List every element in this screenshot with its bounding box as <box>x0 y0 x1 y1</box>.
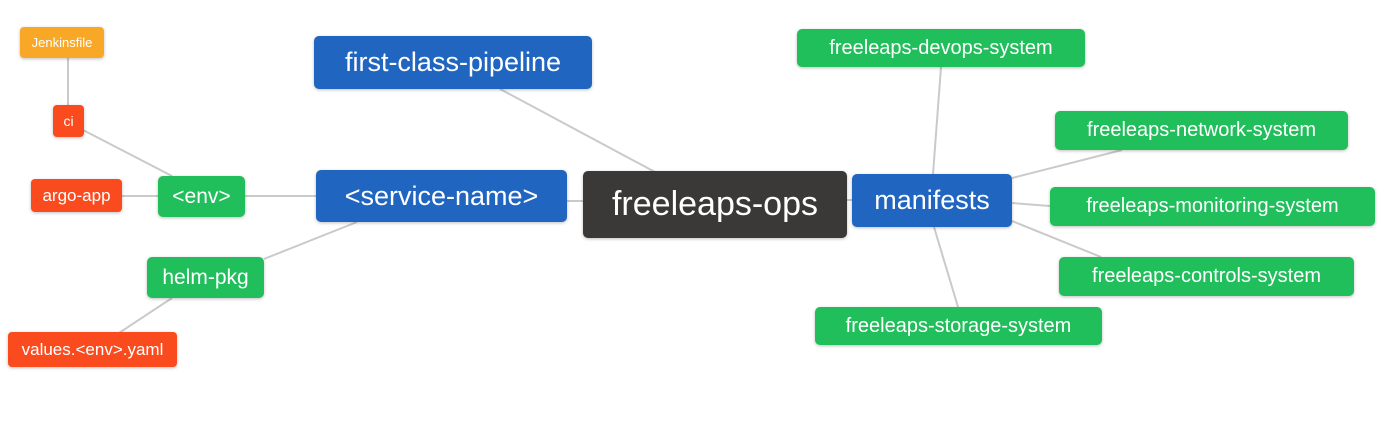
node-argo-app[interactable]: argo-app <box>31 179 122 212</box>
edge-helm-pkg-values <box>118 297 173 334</box>
node-freeleaps-controls-system[interactable]: freeleaps-controls-system <box>1059 257 1354 296</box>
node-freeleaps-storage-system[interactable]: freeleaps-storage-system <box>815 307 1102 345</box>
node-first-class-pipeline[interactable]: first-class-pipeline <box>314 36 592 89</box>
node-helm-pkg[interactable]: helm-pkg <box>147 257 264 298</box>
edge-service-name-helm-pkg <box>263 221 358 260</box>
edge-manifests-network <box>1011 149 1123 179</box>
edge-manifests-monitoring <box>1011 202 1051 207</box>
node-freeleaps-network-system[interactable]: freeleaps-network-system <box>1055 111 1348 150</box>
edge-manifests-storage <box>933 226 959 308</box>
node-env[interactable]: <env> <box>158 176 245 217</box>
node-freeleaps-monitoring-system[interactable]: freeleaps-monitoring-system <box>1050 187 1375 226</box>
edge-manifests-controls <box>1011 220 1102 258</box>
node-manifests[interactable]: manifests <box>852 174 1012 227</box>
node-service-name[interactable]: <service-name> <box>316 170 567 222</box>
node-values-env-yaml[interactable]: values.<env>.yaml <box>8 332 177 367</box>
edge-pipeline-root <box>499 88 656 173</box>
node-ci[interactable]: ci <box>53 105 84 137</box>
node-freeleaps-devops-system[interactable]: freeleaps-devops-system <box>797 29 1085 67</box>
edge-ci-env <box>82 129 173 177</box>
edge-manifests-devops <box>932 66 942 175</box>
node-root-freeleaps-ops[interactable]: freeleaps-ops <box>583 171 847 238</box>
node-jenkinsfile[interactable]: Jenkinsfile <box>20 27 104 58</box>
